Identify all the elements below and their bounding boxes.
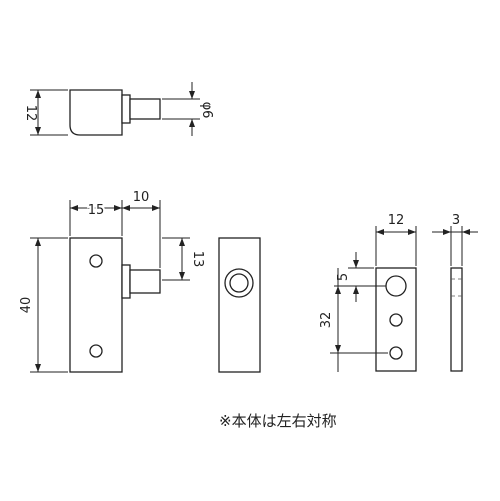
front-view-pin [129, 269, 161, 294]
dim-top-diameter: φ6 [199, 102, 214, 119]
dim-plate-width: 12 [388, 213, 405, 228]
dim-pin-length: 10 [133, 190, 150, 205]
dim-pin-height: 13 [190, 251, 205, 268]
plate-view-hole-1 [385, 275, 407, 297]
symmetry-note: ※本体は左右対称 [219, 412, 337, 430]
dim-hole-span: 32 [319, 312, 334, 329]
front-view: 15 10 40 13 [17, 190, 205, 373]
top-view-pin-neck [121, 94, 131, 124]
top-view-body [69, 89, 123, 136]
dim-front-width: 15 [88, 203, 105, 218]
thickness-view: 3 [432, 213, 478, 372]
side-view-pin-inner [229, 273, 249, 293]
side-view-body [218, 237, 261, 373]
front-view-hole-upper [89, 254, 103, 268]
dim-front-height: 40 [19, 297, 34, 314]
top-view: 12 φ6 [23, 82, 214, 136]
side-view [218, 237, 261, 373]
dim-thickness: 3 [452, 213, 460, 228]
dim-hole-offset: 5 [336, 273, 351, 281]
plate-view-hole-3 [389, 346, 403, 360]
dim-top-height: 12 [23, 105, 38, 122]
top-view-pin [129, 98, 161, 120]
thickness-view-body [450, 267, 463, 372]
plate-view: 12 5 32 [317, 213, 417, 372]
plate-view-hole-2 [389, 313, 403, 327]
front-view-hole-lower [89, 344, 103, 358]
front-view-pin-neck [121, 264, 131, 299]
